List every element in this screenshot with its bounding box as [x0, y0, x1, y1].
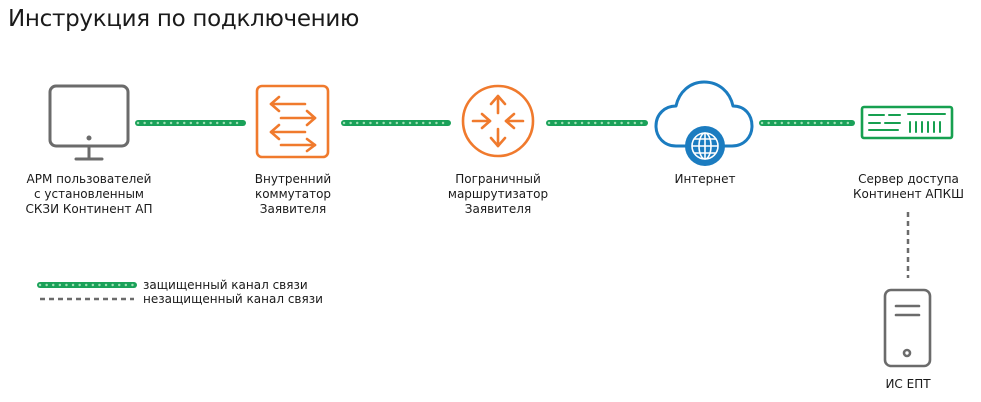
- node-label-is-ept: ИС ЕПТ: [885, 377, 931, 391]
- node-label-switch: Внутренний коммутатор Заявителя: [254, 172, 332, 216]
- node-label-internet: Интернет: [674, 172, 736, 186]
- tower-server-icon: [883, 288, 932, 368]
- node-label-arm: АРМ пользователей с установленным СКЗИ К…: [25, 172, 153, 216]
- switch-icon: [255, 84, 330, 159]
- cloud-globe-icon: [654, 80, 754, 166]
- legend-secure-label: защищенный канал связи: [143, 278, 308, 292]
- monitor-icon: [48, 84, 130, 161]
- node-label-server: Сервер доступа Континент АПКШ: [853, 172, 964, 201]
- legend-insecure-label: незащищенный канал связи: [143, 292, 323, 306]
- server-rack-icon: [860, 105, 954, 140]
- node-label-router: Пограничный маршрутизатор Заявителя: [447, 172, 549, 216]
- router-icon: [461, 84, 535, 158]
- page-title: Инструкция по подключению: [8, 6, 360, 32]
